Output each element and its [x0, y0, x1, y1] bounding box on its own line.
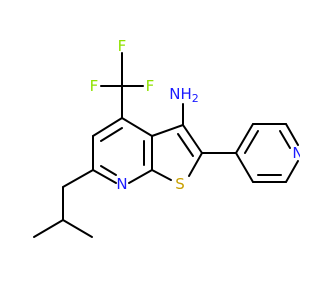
bond-c3-c2-double: [177, 133, 194, 157]
molecule-diagram: F F F NH2 N S N: [33, 37, 300, 238]
bond-c5-c4-double: [100, 127, 123, 142]
amine-subscript: 2: [192, 92, 199, 105]
bond-pyr-n-c5: [285, 160, 299, 183]
sulfur-label-thiophene: S: [175, 175, 185, 193]
bond-c5-c4: [92, 117, 123, 137]
bond-n7-c6: [92, 169, 117, 184]
bond-c4-c3a: [121, 117, 153, 137]
bond-pyr-c6-c1: [235, 152, 254, 183]
bond-c2-s1: [188, 152, 203, 177]
fluorine-label-left: F: [90, 77, 99, 95]
atom-labels: F F F NH2 N S N: [90, 37, 300, 193]
bond-pyr-c3-n: [285, 123, 299, 146]
bond-pyr-c3-n-double: [279, 130, 291, 149]
bonds: [33, 52, 299, 238]
bond-c7a-n7: [128, 169, 153, 184]
structure-canvas: F F F NH2 N S N: [33, 37, 300, 238]
bond-c6-n7-double: [100, 165, 117, 176]
fluorine-label-right: F: [146, 77, 155, 95]
amine-nh-text: NH: [169, 85, 192, 103]
bond-ch-ch3-left: [33, 219, 64, 238]
bond-s1-c7a: [151, 169, 172, 181]
bond-pyr-c1-c2-double: [244, 130, 259, 154]
nitrogen-label-pyridyl: N: [292, 144, 300, 162]
bond-c3-c2: [182, 124, 203, 154]
bond-pyr-c1-c2: [235, 123, 254, 154]
bond-c6-ch2: [62, 169, 94, 188]
nitrogen-label-fused-pyridine: N: [116, 175, 127, 193]
bond-c3a-c3: [151, 124, 184, 137]
fluorine-label-top: F: [118, 37, 127, 55]
amine-label: NH2: [169, 85, 199, 105]
bond-ch-ch3-right: [62, 219, 93, 238]
